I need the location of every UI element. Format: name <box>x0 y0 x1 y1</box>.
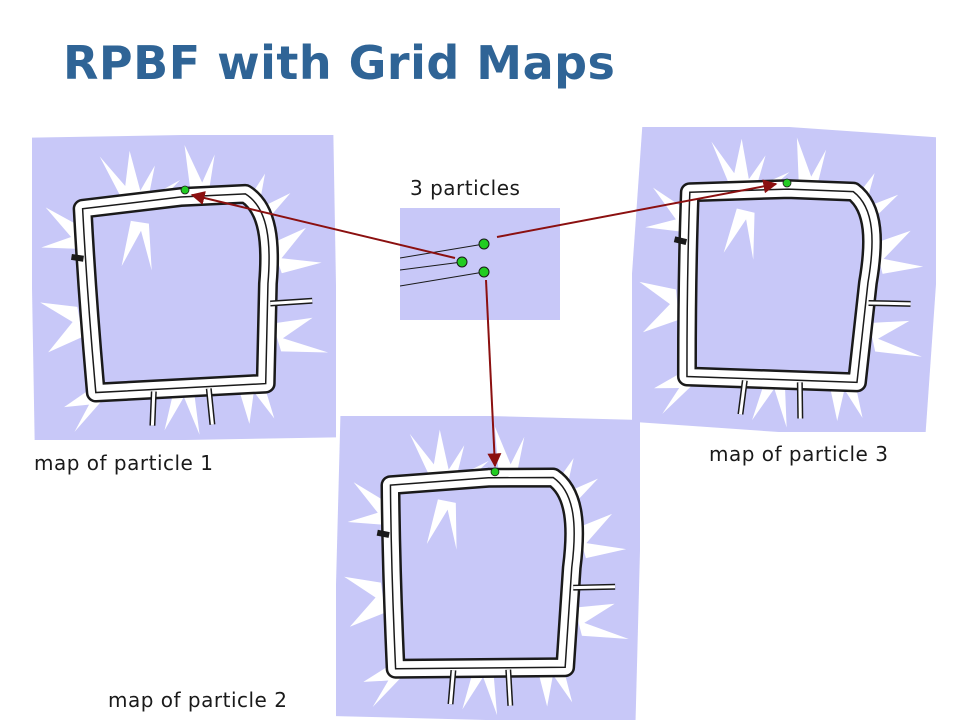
map-1-label: map of particle 1 <box>34 451 214 475</box>
map-particle-1 <box>32 135 336 440</box>
particles-label: 3 particles <box>410 176 521 200</box>
map-particle-2 <box>336 416 640 720</box>
particle-dot-c <box>478 266 490 278</box>
map-particle-3 <box>632 127 936 432</box>
particle-2-dot <box>490 467 500 477</box>
particle-1-dot <box>180 185 190 195</box>
map-2-label: map of particle 2 <box>108 688 288 712</box>
particle-dot-a <box>478 238 490 250</box>
particle-dot-b <box>456 256 468 268</box>
slide-title: RPBF with Grid Maps <box>63 36 616 90</box>
particles-panel <box>399 208 560 320</box>
map-3-label: map of particle 3 <box>709 442 889 466</box>
particle-3-dot <box>782 178 792 188</box>
